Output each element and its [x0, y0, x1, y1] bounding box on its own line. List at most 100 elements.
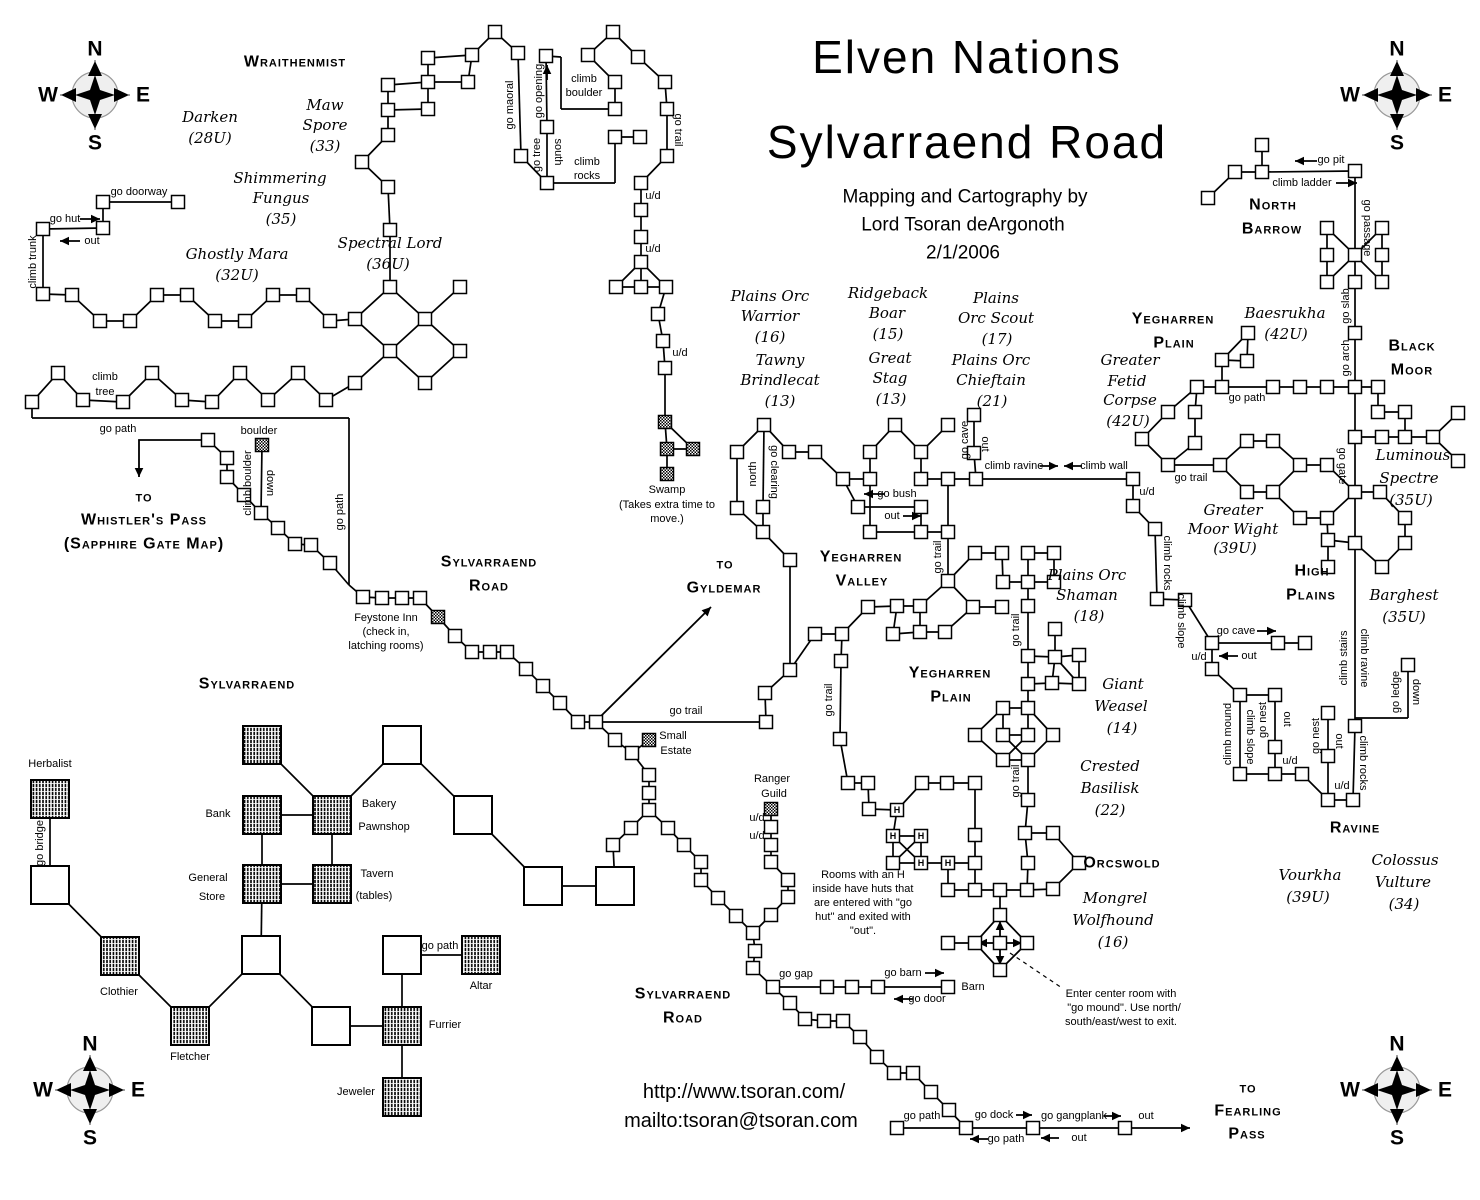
creature-label: Wolfhound: [1072, 911, 1153, 929]
map-room: [940, 573, 956, 589]
map-room: [204, 394, 220, 410]
creature-label: (18): [1074, 607, 1105, 625]
map-room: [95, 194, 111, 210]
map-room: [992, 962, 1008, 978]
map-room: [940, 524, 956, 540]
direction-label: climb boulder: [242, 450, 254, 516]
map-room: [420, 50, 436, 66]
direction-label: go gangplank: [1041, 1110, 1108, 1122]
direction-arrow-icon: [134, 468, 144, 477]
direction-label: out: [1333, 733, 1345, 748]
compass-letter: N: [87, 38, 102, 61]
map-building-shop: [382, 1006, 422, 1046]
map-room: [355, 589, 371, 605]
compass-north-pointer-icon: [83, 1056, 97, 1071]
map-room: [1292, 510, 1308, 526]
direction-label: go trail: [1174, 472, 1207, 484]
creature-label: (35): [266, 210, 297, 228]
map-room: [179, 287, 195, 303]
map-room: [1254, 137, 1270, 153]
map-room: [1374, 247, 1390, 263]
direction-label: go bridge: [34, 820, 46, 866]
map-room: [1265, 379, 1281, 395]
map-room: [1044, 675, 1060, 691]
direction-arrow-icon: [894, 994, 903, 1004]
map-room: [1071, 855, 1087, 871]
map-room: [1292, 457, 1308, 473]
direction-arrow-icon: [970, 1134, 979, 1144]
region-label: Orcswold: [1083, 855, 1160, 872]
creature-label: Greater: [1100, 351, 1160, 369]
direction-label: out: [1281, 711, 1293, 726]
map-room: [144, 365, 160, 381]
creature-label: (35U): [1382, 608, 1426, 626]
map-building-shop: [170, 1006, 210, 1046]
creature-label: Tawny: [756, 351, 805, 369]
direction-arrow-icon: [701, 607, 711, 617]
direction-arrow-icon: [978, 938, 987, 948]
map-room: [693, 872, 709, 888]
map-room: [1239, 484, 1255, 500]
region-label: Yegharren: [909, 665, 992, 682]
direction-label: south: [552, 139, 564, 166]
region-label: North: [1249, 197, 1297, 214]
map-room: [1397, 429, 1413, 445]
map-room: [967, 827, 983, 843]
creature-label: Spore: [303, 116, 348, 134]
direction-label: boulder: [566, 87, 603, 99]
map-room: [607, 101, 623, 117]
direction-label: go trail: [823, 683, 835, 716]
map-room: [780, 872, 796, 888]
map-room: [1347, 274, 1363, 290]
map-room: [765, 979, 781, 995]
note-label: south/east/west to exit.: [1065, 1016, 1177, 1028]
direction-label: go trail: [932, 540, 944, 573]
map-room: [623, 820, 639, 836]
direction-arrow-icon: [1013, 938, 1022, 948]
map-room: [580, 47, 596, 63]
direction-label: go bush: [877, 488, 916, 500]
creature-label: (42U): [1264, 325, 1308, 343]
direction-label: climb: [92, 371, 118, 383]
map-room: [420, 101, 436, 117]
map-room: [382, 279, 398, 295]
map-room: [1319, 247, 1335, 263]
compass-west-pointer-icon: [1363, 1083, 1378, 1097]
region-label: Yegharren: [820, 549, 903, 566]
region-label: Sylvarraend: [635, 986, 731, 1003]
direction-label: go path: [334, 494, 346, 531]
map-room: [1125, 471, 1141, 487]
map-room: [1117, 1120, 1133, 1136]
map-room: [862, 444, 878, 460]
region-label: Plain: [1153, 335, 1194, 352]
direction-label: go passage: [1361, 200, 1373, 257]
map-room: [487, 24, 503, 40]
map-room: [237, 313, 253, 329]
note-label: Clothier: [100, 986, 138, 998]
direction-label: climb stairs: [1338, 630, 1350, 686]
map-building-shop: [242, 795, 282, 835]
map-room: [538, 48, 554, 64]
map-room: [834, 626, 850, 642]
map-room: [412, 590, 428, 606]
direction-label: climb: [574, 156, 600, 168]
map-corridor-edge: [517, 52, 522, 157]
creature-label: Plains Orc: [951, 351, 1031, 369]
map-room: [995, 727, 1011, 743]
direction-label: go gap: [779, 968, 813, 980]
map-corridor-edge: [1261, 170, 1356, 173]
creature-label: (22): [1095, 801, 1126, 819]
region-label: to: [716, 556, 733, 573]
map-room: [780, 889, 796, 905]
compass-letter: W: [1340, 84, 1360, 107]
note-label: Barn: [961, 981, 984, 993]
map-building: [595, 866, 635, 906]
direction-label: go door: [908, 993, 946, 1005]
note-label: "go mound". Use north/: [1067, 1002, 1182, 1014]
direction-label: go cave: [1217, 625, 1256, 637]
map-room: [374, 590, 390, 606]
map-room: [1239, 433, 1255, 449]
map-room: [941, 1102, 957, 1118]
map-room: [354, 154, 370, 170]
